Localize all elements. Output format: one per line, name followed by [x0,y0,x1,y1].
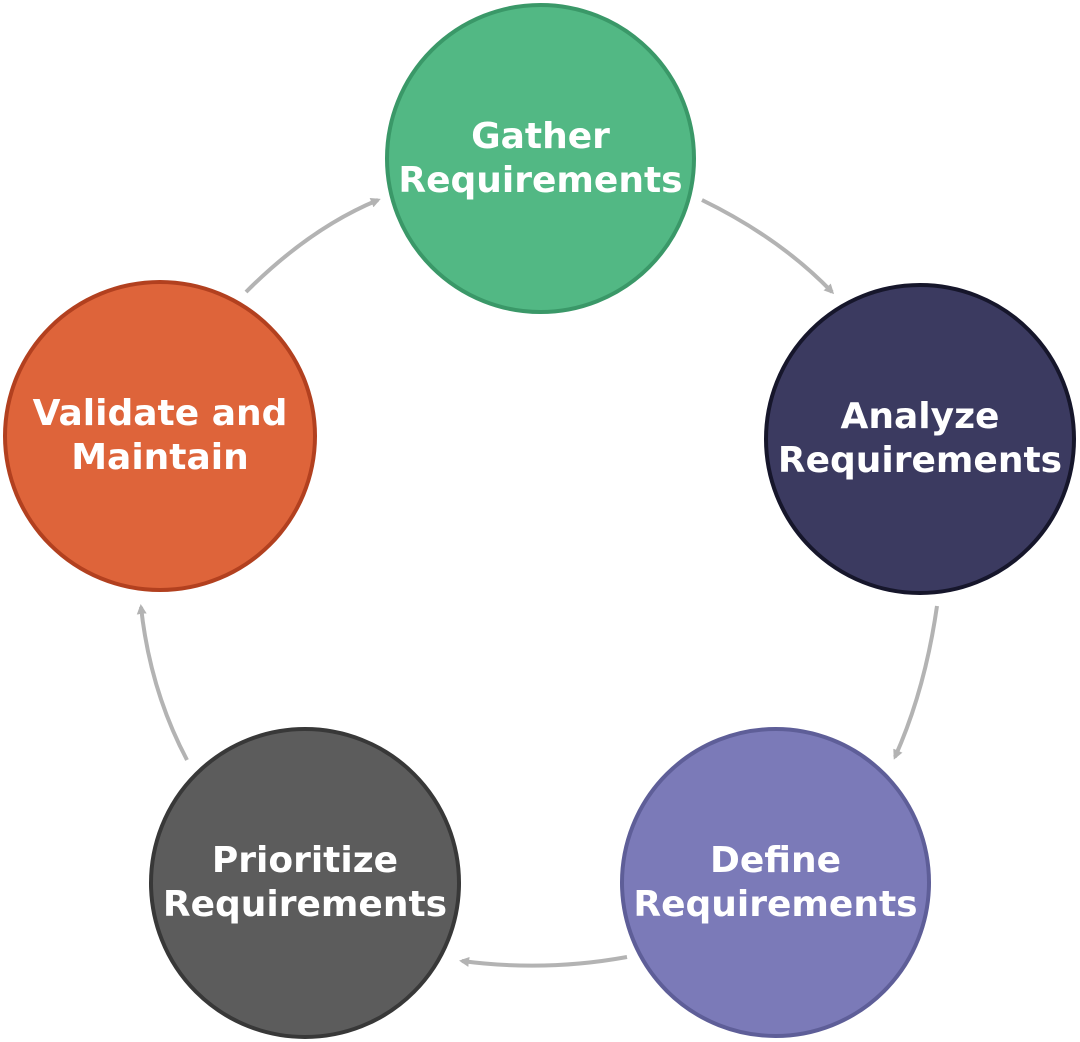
node-prioritize-requirements: Prioritize Requirements [149,727,461,1039]
node-define-requirements: Define Requirements [620,727,931,1038]
node-label-validate: Validate and Maintain [32,393,288,478]
node-validate-and-maintain: Validate and Maintain [3,280,317,592]
node-label-analyze: Analyze Requirements [777,396,1063,481]
node-label-gather: Gather Requirements [398,115,683,201]
node-analyze-requirements: Analyze Requirements [764,283,1076,595]
node-gather-requirements: Gather Requirements [385,3,696,314]
arrow-validate-to-gather [244,198,381,294]
arrow-define-to-prioritize [459,955,628,968]
node-label-define: Define Requirements [633,839,918,925]
arrow-prioritize-to-validate [136,604,189,761]
arrow-analyze-to-define [893,605,939,760]
node-label-prioritize: Prioritize Requirements [162,840,448,925]
arrow-gather-to-analyze [701,198,835,295]
